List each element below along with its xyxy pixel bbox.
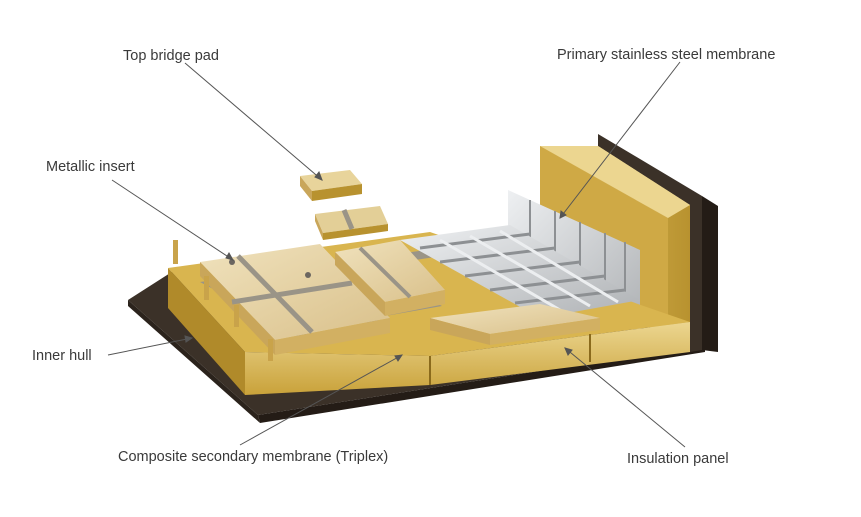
label-metallic-insert: Metallic insert <box>46 159 135 175</box>
leader-metallic-insert <box>111 179 234 261</box>
leader-composite-membrane <box>239 354 403 446</box>
label-top-bridge-pad: Top bridge pad <box>123 48 219 64</box>
leader-top-bridge-pad <box>184 62 323 181</box>
label-insulation-panel: Insulation panel <box>627 451 729 467</box>
metallic-inserts <box>173 240 311 361</box>
plywood-panel-center <box>335 240 445 316</box>
plywood-strip-front <box>430 304 600 345</box>
arrow-inner-hull <box>184 335 194 343</box>
arrow-metallic-insert <box>225 252 235 261</box>
steel-floor-membrane <box>400 225 640 318</box>
leader-inner-hull <box>107 337 193 356</box>
arrow-primary-membrane <box>559 210 567 219</box>
leader-primary-membrane <box>559 61 681 219</box>
floating-insert <box>315 206 388 240</box>
top-bridge-pad <box>300 170 362 201</box>
leader-insulation-panel <box>564 347 686 448</box>
leader-lines <box>107 61 686 448</box>
arrow-top-bridge-pad <box>314 171 323 181</box>
label-primary-membrane: Primary stainless steel membrane <box>557 47 776 63</box>
label-inner-hull: Inner hull <box>32 348 92 364</box>
arrow-composite-membrane <box>394 354 404 362</box>
arrow-insulation-panel <box>564 347 573 356</box>
label-composite-membrane: Composite secondary membrane (Triplex) <box>118 449 389 465</box>
